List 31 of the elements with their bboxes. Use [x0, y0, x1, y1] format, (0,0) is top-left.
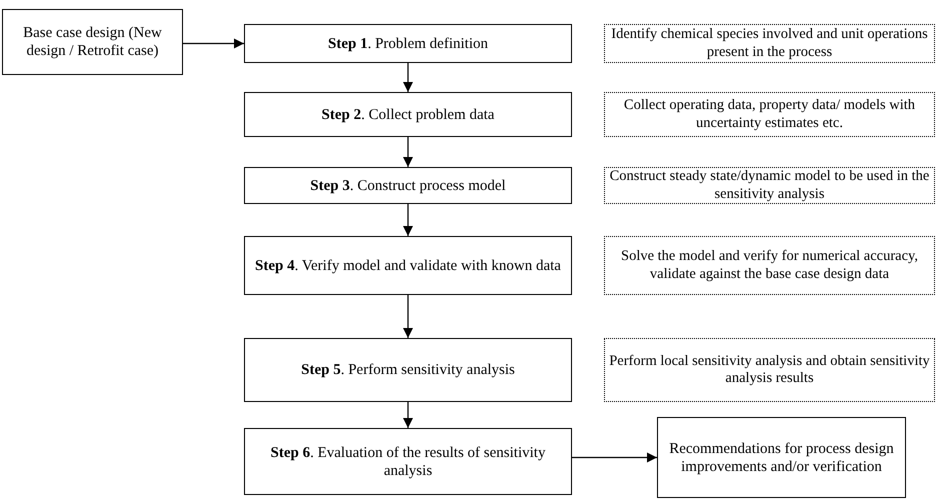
- process-box: [244, 338, 572, 402]
- process-box: [244, 24, 572, 63]
- process-box: [244, 167, 572, 204]
- box-text: Base case design (New design / Retrofit case): [22, 24, 163, 60]
- box-text: Perform local sensitivity analysis and obtain sensitivity analysis results: [609, 352, 930, 388]
- arrow: [403, 295, 413, 338]
- process-box: [244, 236, 572, 295]
- arrow: [403, 204, 413, 236]
- box-text: Recommendations for process design improvements and/or verification: [668, 440, 895, 476]
- box-text: Step 1. Problem definition: [328, 34, 488, 52]
- arrow: [572, 452, 657, 462]
- output-box: [657, 417, 906, 498]
- note-box: [604, 338, 935, 402]
- box-text: Step 6. Evaluation of the results of sensitivity analysis: [270, 444, 546, 480]
- box-text: Step 4. Verify model and validate with known data: [255, 256, 561, 274]
- note-box: [604, 236, 935, 295]
- box-text: Step 5. Perform sensitivity analysis: [301, 361, 515, 379]
- box-text: Identify chemical species involved and unit operations present in the process: [610, 26, 929, 61]
- arrow: [183, 38, 244, 48]
- box-text: Solve the model and verify for numerical accuracy, validate against the base case design data: [620, 248, 919, 283]
- arrow: [403, 63, 413, 92]
- note-box: [604, 92, 935, 137]
- box-text: Construct steady state/dynamic model to be used in the sensitivity analysis: [609, 168, 930, 203]
- arrow: [403, 402, 413, 428]
- box-text: Step 3. Construct process model: [310, 176, 506, 194]
- box-text: Step 2. Collect problem data: [322, 106, 494, 124]
- input-box: [2, 9, 183, 75]
- box-text: Collect operating data, property data/ models with uncertainty estimates etc.: [622, 97, 916, 132]
- arrow: [403, 137, 413, 167]
- process-box: [244, 428, 572, 495]
- process-box: [244, 92, 572, 137]
